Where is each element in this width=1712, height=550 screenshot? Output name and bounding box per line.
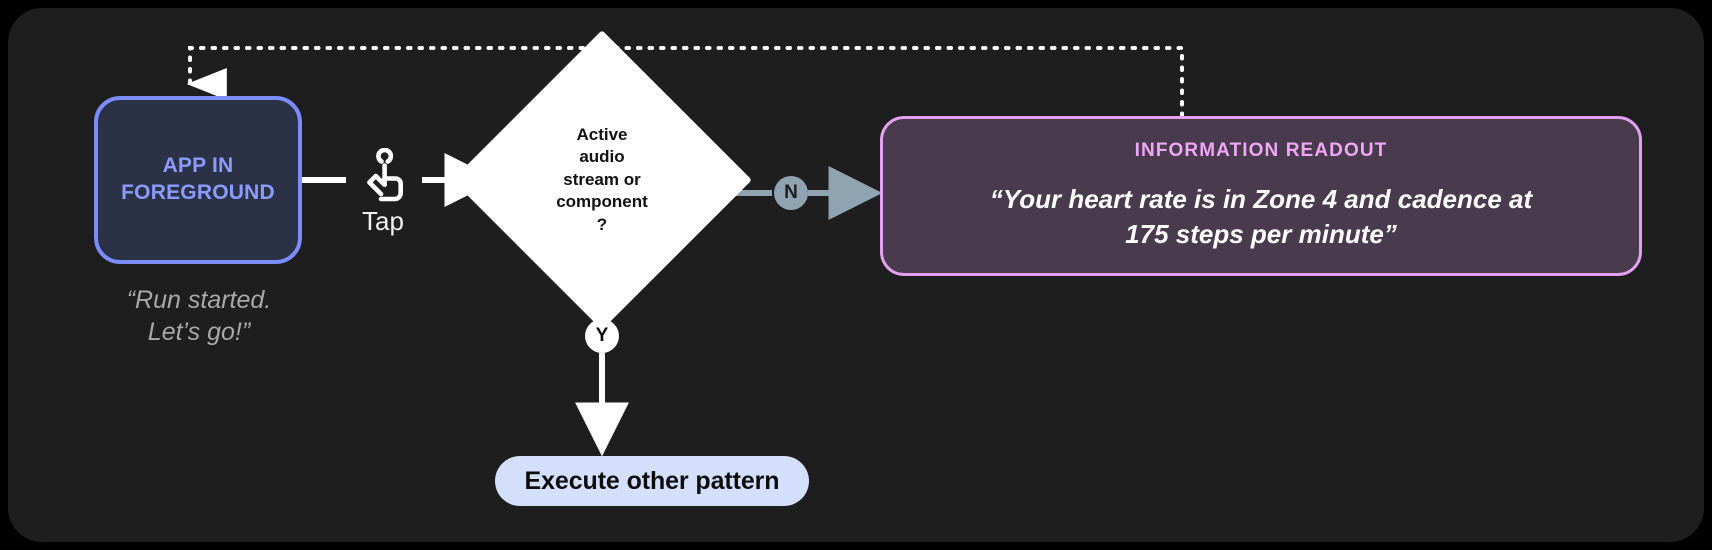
branch-badge-yes: Y: [585, 319, 619, 353]
edge-feedback-loop: [186, 46, 1184, 118]
node-decision-audio-stream[interactable]: Active audio stream or component ?: [452, 30, 752, 330]
branch-badge-no: N: [774, 176, 808, 210]
node-decision-label: Active audio stream or component ?: [556, 124, 648, 234]
node-app-in-foreground-caption: “Run started. Let’s go!”: [126, 286, 272, 346]
node-information-readout[interactable]: INFORMATION READOUT “Your heart rate is …: [880, 116, 1642, 276]
node-app-in-foreground-label: APP IN FOREGROUND: [121, 154, 275, 204]
node-execute-other-pattern-label: Execute other pattern: [524, 466, 780, 495]
node-app-in-foreground[interactable]: APP IN FOREGROUND: [94, 96, 302, 264]
information-readout-title: INFORMATION READOUT: [1134, 139, 1388, 161]
information-readout-body: “Your heart rate is in Zone 4 and cadenc…: [989, 183, 1533, 249]
gesture-tap: Tap: [344, 148, 422, 234]
node-execute-other-pattern[interactable]: Execute other pattern: [495, 456, 809, 506]
tap-icon: [344, 148, 422, 204]
diagram-panel: APP IN FOREGROUND “Run started. Let’s go…: [8, 8, 1704, 542]
gesture-tap-label: Tap: [362, 206, 404, 236]
